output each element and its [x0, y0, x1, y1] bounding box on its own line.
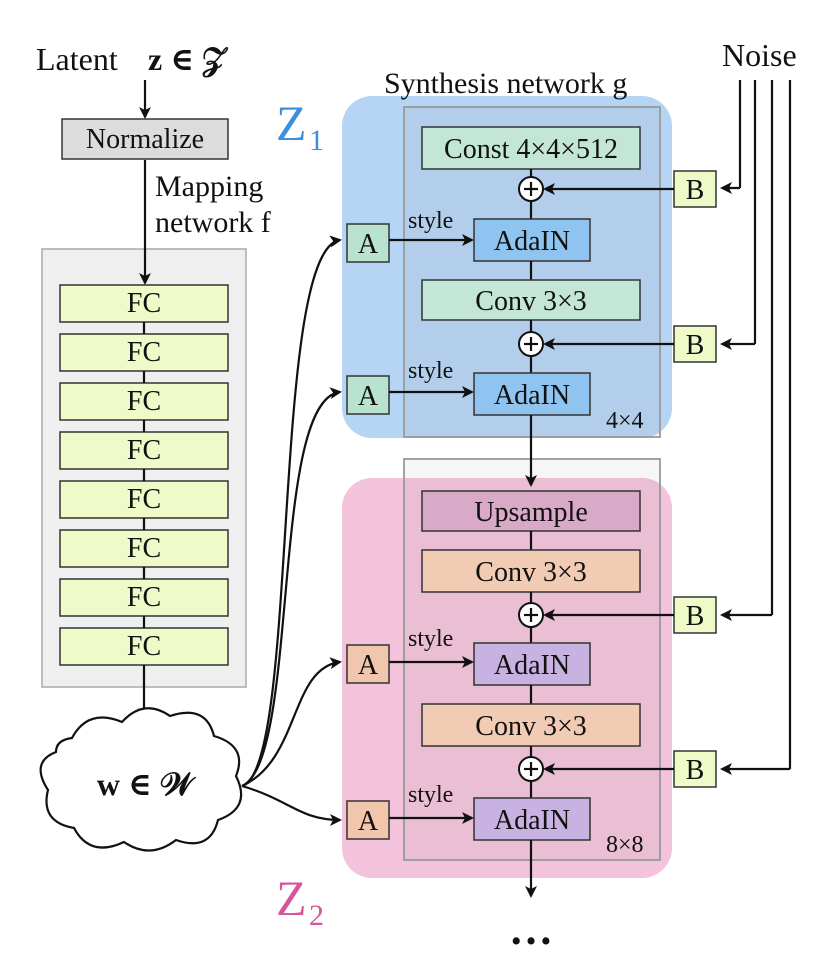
adain-label: AdaIN [494, 380, 570, 411]
affine-a-box [346, 800, 390, 840]
noise-b-box [673, 596, 717, 634]
upsample-box [421, 490, 641, 532]
b-label: B [686, 330, 705, 361]
resolution-4x4-label: 4×4 [606, 408, 644, 434]
upsample-label: Upsample [474, 497, 588, 528]
adain-box [473, 218, 591, 262]
z1-subscript: 1 [309, 124, 324, 157]
conv-label: Conv 3×3 [475, 557, 586, 588]
fc-label: FC [127, 288, 161, 319]
conv-box [421, 703, 641, 747]
w-cloud [39, 707, 243, 852]
fc-box [59, 333, 229, 372]
noise-label: Noise [722, 37, 797, 73]
z2-label: Z [276, 870, 307, 926]
adain-label: AdaIN [494, 650, 570, 681]
fc-box [59, 431, 229, 470]
ellipsis: … [509, 905, 553, 954]
fc-box [59, 627, 229, 666]
fc-label: FC [127, 386, 161, 417]
noise-b-box [673, 750, 717, 788]
fc-box [59, 284, 229, 323]
style-label: style [408, 208, 453, 234]
fc-label: FC [127, 533, 161, 564]
fc-label: FC [127, 582, 161, 613]
normalize-box [61, 118, 229, 160]
mapping-label-line1: Mapping [155, 170, 263, 203]
synthesis-label: Synthesis network g [384, 67, 627, 100]
a-label: A [358, 381, 379, 412]
fc-box [59, 382, 229, 421]
style-label: style [408, 626, 453, 652]
affine-a-box [346, 223, 390, 263]
noise-b-box [673, 325, 717, 363]
w-label: w ∈ 𝒲 [97, 766, 197, 802]
adain-box [473, 797, 591, 841]
fc-label: FC [127, 435, 161, 466]
adain-label: AdaIN [494, 805, 570, 836]
a-label: A [358, 806, 379, 837]
conv-label: Conv 3×3 [475, 286, 586, 317]
affine-a-box [346, 644, 390, 684]
adain-box [473, 642, 591, 686]
noise-b-box [673, 170, 717, 208]
affine-a-box [346, 375, 390, 415]
mapping-label-line2: network f [155, 206, 271, 239]
b-label: B [686, 755, 705, 786]
adain-label: AdaIN [494, 226, 570, 257]
a-label: A [358, 650, 379, 681]
z1-label: Z [276, 95, 307, 151]
latent-label: Latent [36, 41, 118, 77]
b-label: B [686, 601, 705, 632]
style-label: style [408, 782, 453, 808]
latent-symbol: z ∈ 𝒵 [148, 41, 229, 78]
a-label: A [358, 229, 379, 260]
fc-label: FC [127, 631, 161, 662]
conv-box [421, 279, 641, 321]
conv-box [421, 549, 641, 593]
conv-label: Conv 3×3 [475, 711, 586, 742]
const-box [421, 126, 641, 170]
b-label: B [686, 175, 705, 206]
fc-label: FC [127, 484, 161, 515]
fc-box [59, 578, 229, 617]
adain-box [473, 372, 591, 416]
const-label: Const 4×4×512 [444, 134, 618, 165]
style-label: style [408, 358, 453, 384]
resolution-8x8-label: 8×8 [606, 832, 644, 858]
fc-stack: FC FC FC FC FC FC FC FC [59, 284, 229, 666]
fc-label: FC [127, 337, 161, 368]
z2-subscript: 2 [309, 899, 324, 932]
z1-region [342, 96, 672, 438]
normalize-label: Normalize [86, 124, 204, 155]
